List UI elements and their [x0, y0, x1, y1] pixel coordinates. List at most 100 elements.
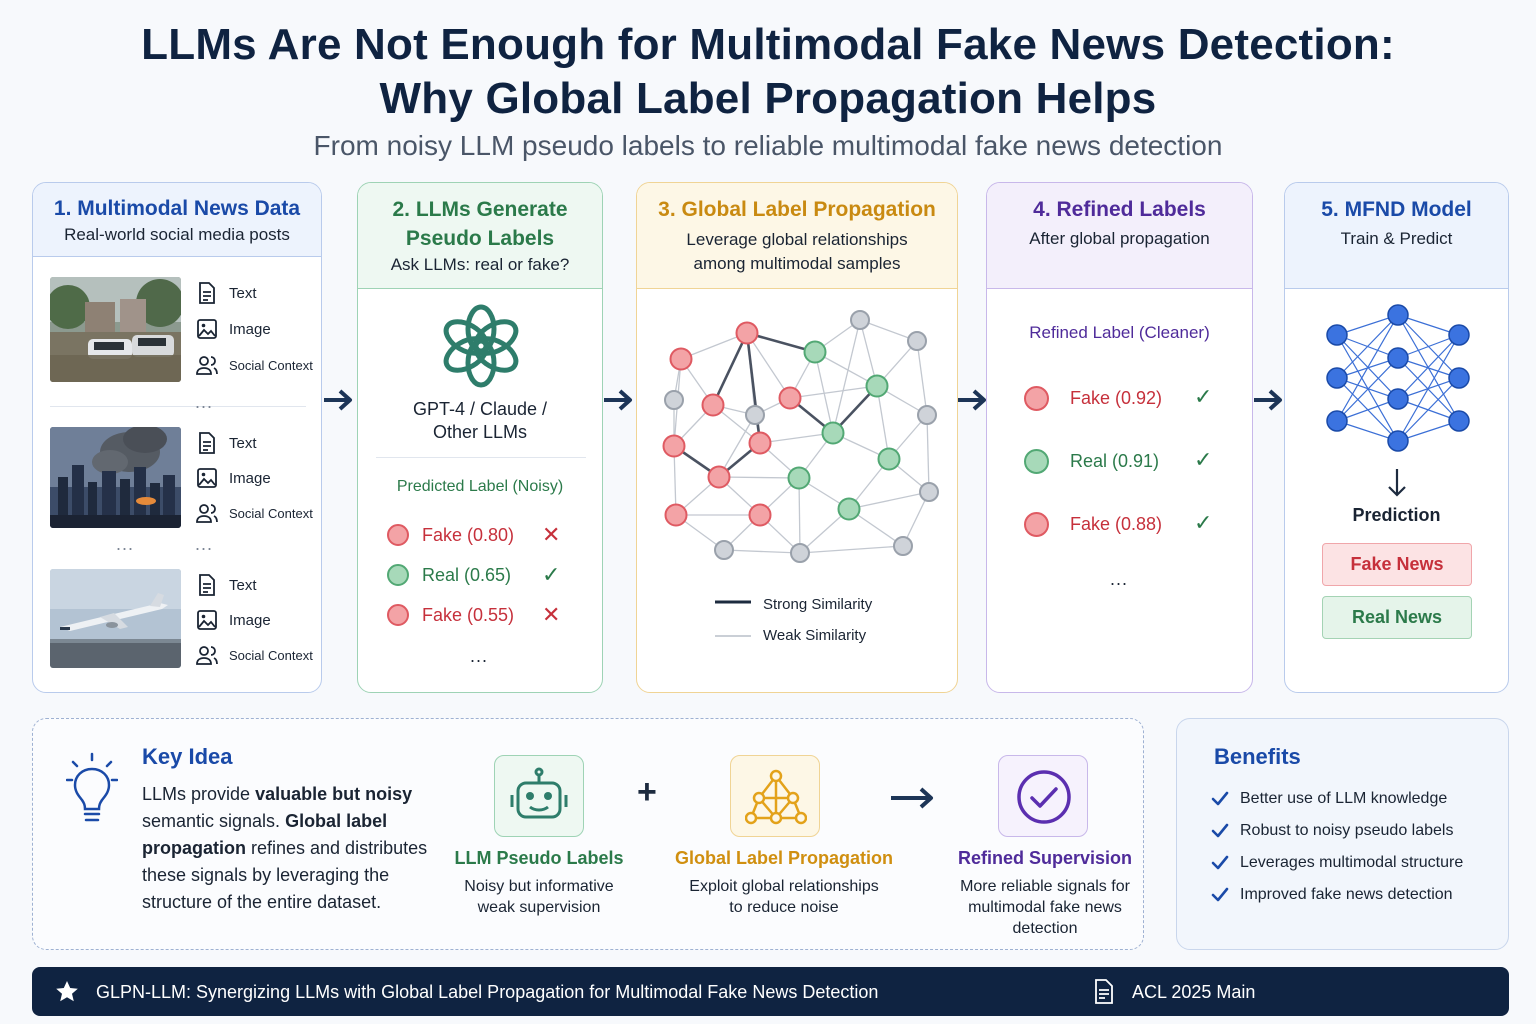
nn-connection: [1336, 314, 1399, 422]
correct-mark-icon: ✓: [1194, 510, 1213, 535]
robot-icon-box: [494, 755, 584, 837]
lightbulb-icon: [66, 752, 118, 822]
plus-sign: +: [637, 773, 657, 811]
correct-mark-icon: ✓: [1194, 447, 1213, 472]
unlabeled-node: [907, 331, 927, 351]
footer-bar: GLPN-LLM: Synergizing LLMs with Global L…: [32, 967, 1509, 1016]
panel-global-label-propagation: 3. Global Label Propagation Leverage glo…: [636, 182, 958, 693]
fake-node: [735, 321, 759, 345]
benefit-item: Improved fake news detection: [1211, 879, 1501, 911]
nn-neuron: [1448, 410, 1470, 432]
nn-neuron: [1326, 410, 1348, 432]
panel-multimodal-data: 1. Multimodal News Data Real-world socia…: [32, 182, 322, 693]
weak-edge: [680, 332, 748, 360]
nn-connection: [1336, 398, 1399, 422]
fake-node: [778, 386, 802, 410]
text-modality: Text: [195, 281, 257, 305]
llm-logo-icon: [443, 304, 519, 388]
weak-edge: [926, 414, 930, 493]
real-node: [787, 466, 811, 490]
unlabeled-node: [714, 540, 734, 560]
benefit-item: Robust to noisy pseudo labels: [1211, 815, 1501, 847]
step-refined-title: Refined Supervision: [957, 848, 1133, 868]
fake-node: [748, 431, 772, 455]
nn-neuron: [1448, 367, 1470, 389]
document-icon: [1095, 979, 1113, 1004]
real-node: [803, 340, 827, 364]
nn-neuron: [1326, 367, 1348, 389]
noisy-label-header: Predicted Label (Noisy): [396, 478, 564, 495]
main-title-line1: LLMs Are Not Enough for Multimodal Fake …: [141, 20, 1395, 69]
weak-edge: [814, 351, 878, 387]
panel5-title: 5. MFND Model: [1321, 198, 1472, 221]
weak-edge: [859, 319, 918, 342]
panel5-subtitle: Train & Predict: [1340, 229, 1453, 248]
nn-connection: [1336, 314, 1399, 379]
check-icon-box: [998, 755, 1088, 837]
similarity-graph: [662, 310, 939, 563]
image-icon: [197, 319, 217, 339]
weak-edge: [673, 445, 677, 516]
check-icon: [1211, 887, 1229, 902]
unlabeled-node: [917, 405, 937, 425]
panel1-title: 1. Multimodal News Data: [53, 197, 301, 220]
weak-edge: [814, 351, 834, 434]
benefit-item: Leverages multimodal structure: [1211, 847, 1501, 879]
panel4-subtitle: After global propagation: [1029, 229, 1210, 248]
neural-network-icon: [1326, 304, 1470, 452]
users-icon: [196, 646, 218, 665]
image-modality: Image: [195, 466, 271, 490]
weak-edge: [723, 549, 801, 554]
fake-node: [662, 434, 686, 458]
weak-edge: [759, 432, 834, 444]
weak-edge: [718, 414, 756, 478]
robot-icon: [510, 767, 568, 819]
social-context-modality: Social Context: [195, 643, 313, 667]
fake-news-output: Fake News: [1322, 543, 1472, 586]
panel-llm-pseudo-labels: 2. LLMs Generate Pseudo Labels Ask LLMs:…: [357, 182, 603, 693]
real-node: [877, 447, 901, 471]
pseudo-label-row: Fake (0.55): [387, 604, 514, 626]
document-icon: [199, 282, 215, 304]
propagation-icon-box: [730, 755, 820, 837]
nn-connection: [1397, 334, 1460, 400]
strong-similarity-legend-line: [715, 600, 751, 604]
nn-neuron: [1326, 324, 1348, 346]
text-modality: Text: [195, 573, 257, 597]
pseudo-label-row: Real (0.65): [387, 564, 511, 586]
document-icon: [199, 574, 215, 596]
key-idea-box: Key Idea LLMs provide valuable but noisy…: [32, 718, 1144, 950]
fake-node: [707, 465, 731, 489]
strong-edge: [711, 332, 749, 406]
flow-arrow-icon: [604, 389, 632, 411]
star-icon: [56, 981, 78, 1002]
nn-connection: [1336, 357, 1399, 422]
refined-label-row: Real (0.91): [1024, 449, 1159, 474]
weak-similarity-label: Weak Similarity: [763, 627, 867, 644]
weak-edge: [718, 476, 800, 479]
key-idea-title: Key Idea: [142, 744, 233, 769]
nn-connection: [1397, 357, 1460, 422]
clean-label-header: Refined Label (Cleaner): [1029, 323, 1210, 342]
subtitle: From noisy LLM pseudo labels to reliable…: [313, 130, 1223, 161]
down-arrow-icon: [1388, 469, 1406, 497]
nn-neuron: [1387, 430, 1409, 452]
panel1-subtitle: Real-world social media posts: [64, 225, 290, 244]
prediction-label: Prediction: [1352, 505, 1441, 525]
benefits-title: Benefits: [1214, 744, 1301, 769]
weak-similarity-legend-line: [715, 635, 751, 637]
nn-connection: [1397, 377, 1460, 442]
weak-edge: [799, 545, 904, 554]
weak-edge: [746, 332, 791, 399]
step-propagation-title: Global Label Propagation: [674, 848, 894, 868]
panel-mfnd-model: 5. MFND Model Train & Predict Prediction…: [1284, 182, 1509, 693]
strong-similarity-label: Strong Similarity: [763, 596, 873, 613]
social-context-modality: Social Context: [195, 501, 313, 525]
right-arrow-icon: [891, 787, 933, 809]
flow-arrow-icon: [324, 389, 352, 411]
nn-neuron: [1387, 304, 1409, 326]
strong-edge: [745, 332, 762, 444]
